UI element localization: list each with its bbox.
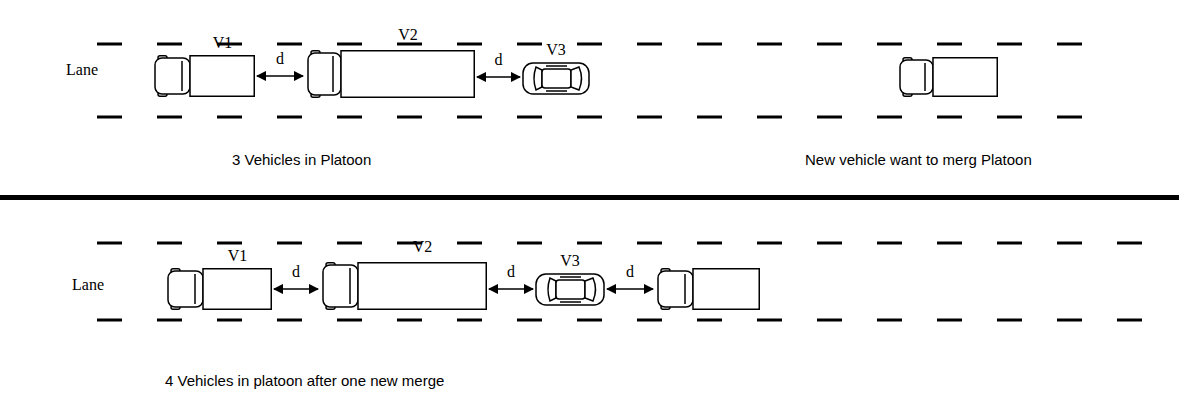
vehicle-label: V2 (413, 238, 433, 256)
caption: 4 Vehicles in platoon after one new merg… (165, 372, 444, 390)
lane-label: Lane (66, 61, 98, 79)
car-shape (535, 273, 605, 306)
gap-label: d (626, 263, 634, 281)
truck-shape (165, 268, 272, 310)
vehicle-label: V1 (213, 34, 233, 52)
lane-line (97, 116, 1115, 119)
car-shape (522, 62, 590, 95)
vehicle-label: V3 (546, 41, 566, 59)
vehicle-label: V1 (228, 247, 248, 265)
merged-truck (658, 269, 759, 310)
lane-line (97, 43, 1115, 46)
truck-node: V2 (305, 50, 475, 98)
separator-bar (0, 195, 1179, 200)
truck-node: V2 (320, 262, 487, 310)
car-node: V3 (535, 273, 605, 306)
gap-arrow (607, 288, 653, 290)
distance-arrow (489, 288, 533, 290)
lane-markings (97, 44, 1145, 320)
lane-line (97, 242, 1145, 245)
vehicle-label: V3 (560, 252, 580, 270)
distance-label: d (292, 263, 300, 281)
new-truck (900, 58, 997, 97)
truck-node: V1 (152, 55, 255, 97)
lane-label: Lane (72, 276, 104, 294)
distance-label: d (276, 50, 284, 68)
lane-line (97, 319, 1145, 322)
car-node: V3 (522, 62, 590, 95)
truck-shape (320, 262, 487, 310)
truck-shape (152, 55, 255, 97)
distance-label: d (507, 263, 515, 281)
truck-shape (305, 50, 475, 98)
caption: 3 Vehicles in Platoon (232, 151, 371, 169)
vehicle-label: V2 (398, 26, 418, 44)
distance-arrow (257, 75, 303, 77)
truck-node: V1 (165, 268, 272, 310)
distance-label: d (495, 51, 503, 69)
caption: New vehicle want to merg Platoon (805, 151, 1032, 169)
distance-arrow (477, 76, 520, 78)
distance-arrow (274, 288, 318, 290)
